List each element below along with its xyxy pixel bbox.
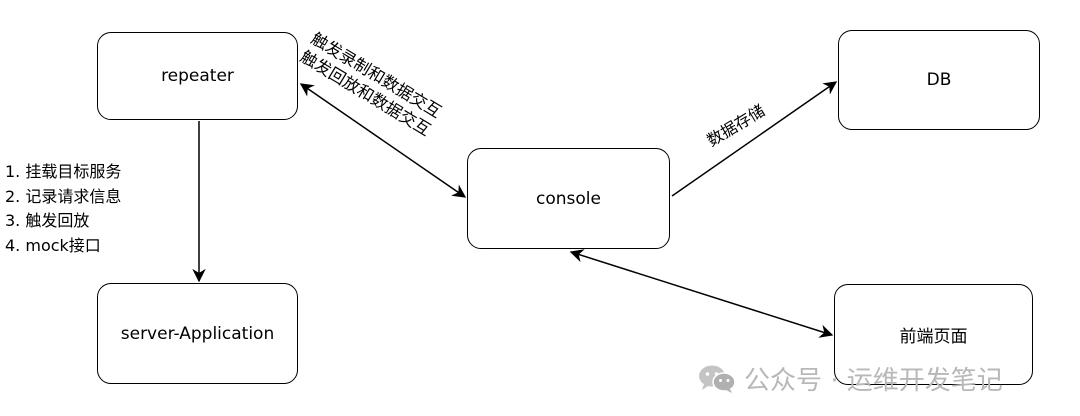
step-item: 2. 记录请求信息 [5,186,122,206]
edge-console-frontend [569,249,834,338]
edge-label-steps: 1. 挂载目标服务 2. 记录请求信息 3. 触发回放 4. mock接口 [5,161,121,259]
step-item: 4. mock接口 [5,235,101,255]
node-repeater: repeater [97,32,298,120]
wechat-icon [699,365,736,393]
node-console: console [467,148,670,249]
edge-repeater-console [299,83,467,198]
node-frontend-label: 前端页面 [899,327,968,347]
step-item: 3. 触发回放 [5,211,90,230]
node-frontend-page: 前端页面 [834,284,1033,385]
edge-console-to-db [671,81,838,197]
node-repeater-label: repeater [161,66,234,86]
watermark: 公众号 · 运维开发笔记 [698,360,1003,397]
node-db: DB [838,30,1040,130]
watermark-text: 公众号 · 运维开发笔记 [744,366,1003,396]
node-console-label: console [536,188,601,209]
node-server-label: server-Application [120,323,275,344]
node-db-label: DB [926,70,952,90]
node-server-application: server-Application [97,283,298,384]
step-item: 1. 挂载目标服务 [5,162,122,181]
